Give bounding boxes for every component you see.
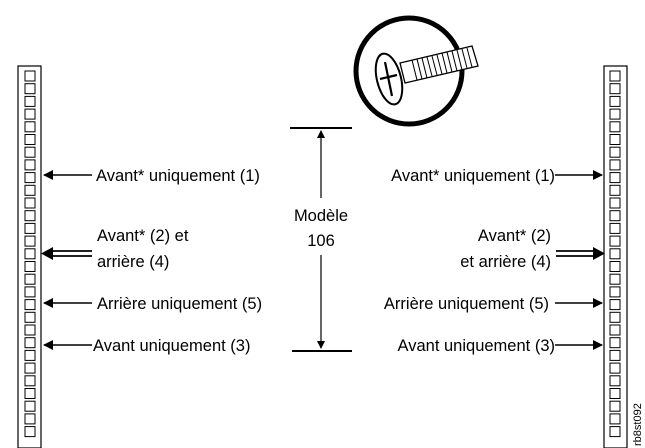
rail-hole — [24, 159, 36, 171]
right-arrows — [555, 170, 605, 350]
rail-hole — [609, 413, 621, 425]
rail-hole — [609, 222, 621, 234]
rail-hole — [24, 400, 36, 412]
rail-hole — [609, 299, 621, 311]
rail-hole — [24, 286, 36, 298]
right-label-front2-line1: Avant* (2) — [478, 227, 551, 245]
rail-hole — [609, 146, 621, 158]
right-label-front2-line2: et arrière (4) — [460, 253, 551, 271]
rail-hole — [609, 273, 621, 285]
rail-hole — [24, 324, 36, 336]
left-rack-rail — [17, 65, 42, 448]
right-label-rear-only-5: Arrière uniquement (5) — [384, 295, 549, 313]
rail-hole — [24, 134, 36, 145]
rail-hole — [609, 95, 621, 107]
rail-hole — [24, 362, 36, 374]
rail-hole — [24, 70, 36, 82]
rail-hole — [609, 197, 621, 209]
rail-hole — [609, 311, 621, 323]
model-label: Modèle — [294, 207, 348, 225]
rail-hole — [24, 197, 36, 209]
rail-hole — [609, 83, 621, 95]
rail-hole — [609, 210, 621, 222]
rail-hole — [24, 388, 36, 399]
rail-hole — [609, 362, 621, 374]
left-arrows — [41, 170, 92, 350]
figure-id: rb8st092 — [632, 403, 644, 446]
rail-hole — [609, 121, 621, 133]
rail-hole — [24, 375, 36, 387]
rail-hole — [609, 261, 621, 272]
rail-hole — [609, 172, 621, 184]
rail-hole — [24, 235, 36, 247]
rail-hole — [609, 400, 621, 412]
model-height-indicator: Modèle 106 — [290, 127, 352, 352]
left-label-front2-line2: arrière (4) — [97, 253, 169, 271]
rail-hole — [24, 261, 36, 272]
left-label-front-only-3: Avant uniquement (3) — [93, 337, 250, 355]
right-rack-rail — [603, 65, 628, 448]
rail-hole — [24, 146, 36, 158]
rail-hole — [24, 83, 36, 95]
left-label-front2-line1: Avant* (2) et — [97, 227, 189, 245]
rail-hole — [24, 184, 36, 196]
right-label-front-only-3: Avant uniquement (3) — [398, 337, 555, 355]
left-double-arrow-front-2-rear-4 — [41, 247, 92, 260]
rail-hole — [609, 349, 621, 361]
rail-hole — [24, 248, 36, 260]
rail-hole — [609, 324, 621, 336]
rail-hole — [609, 388, 621, 399]
rail-hole — [24, 108, 36, 120]
screw-icon — [353, 15, 479, 127]
rail-hole — [24, 172, 36, 184]
right-double-arrow-front-2-rear-4 — [556, 247, 605, 260]
rail-hole — [609, 337, 621, 349]
left-label-rear-only-5: Arrière uniquement (5) — [97, 295, 262, 313]
rail-hole — [24, 222, 36, 234]
right-label-front-only-1: Avant* uniquement (1) — [391, 167, 555, 185]
rail-hole — [24, 311, 36, 323]
rail-hole — [609, 184, 621, 196]
model-number: 106 — [307, 232, 335, 250]
rail-hole — [24, 413, 36, 425]
rail-hole — [609, 248, 621, 260]
rail-hole — [24, 273, 36, 285]
left-label-front-only-1: Avant* uniquement (1) — [96, 167, 260, 185]
rail-hole — [609, 134, 621, 145]
rail-hole — [609, 426, 621, 438]
left-rail-holes — [24, 70, 36, 438]
rail-hole — [24, 121, 36, 133]
rail-hole — [609, 70, 621, 82]
rail-hole — [609, 286, 621, 298]
rail-hole — [24, 337, 36, 349]
rail-hole — [24, 426, 36, 438]
right-rail-holes — [609, 70, 621, 438]
rail-hole — [609, 375, 621, 387]
rail-hole — [609, 159, 621, 171]
rail-hole — [24, 210, 36, 222]
rail-hole — [24, 299, 36, 311]
rail-hole — [609, 235, 621, 247]
rail-hole — [24, 95, 36, 107]
rail-hole — [609, 108, 621, 120]
rail-hole — [24, 349, 36, 361]
